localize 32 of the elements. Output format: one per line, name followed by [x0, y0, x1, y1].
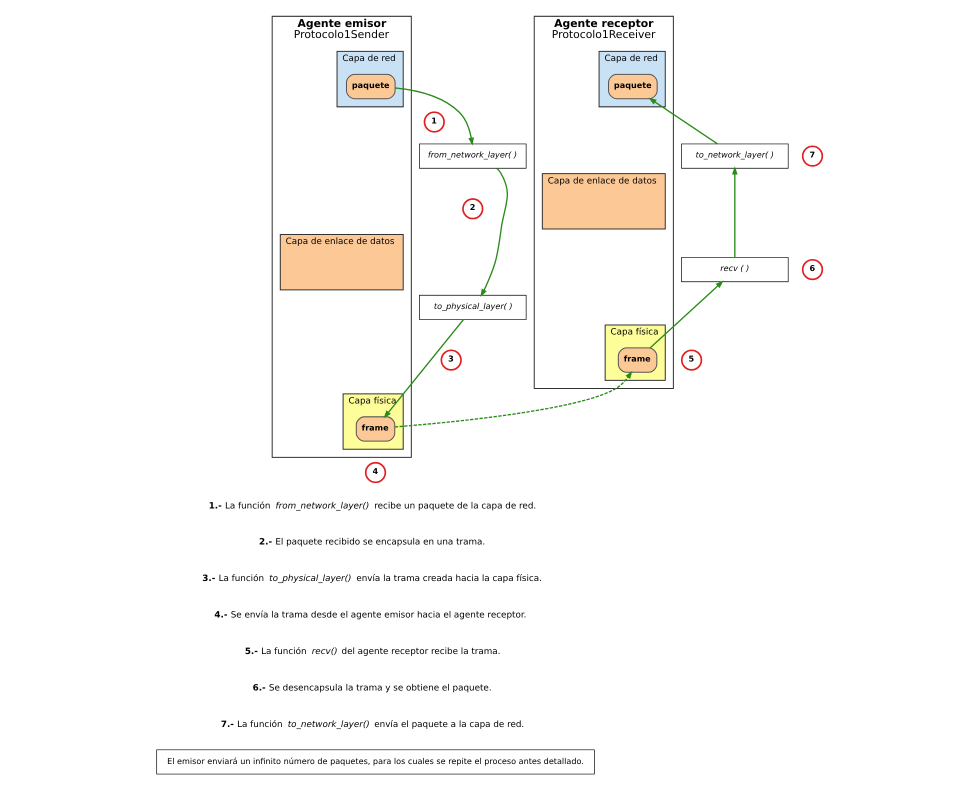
arrow [383, 319, 464, 418]
node-box: to_network_layer( ) [680, 144, 788, 169]
node-box: frame [617, 347, 657, 373]
node-circle: 2 [462, 198, 483, 220]
node-circle: 5 [680, 349, 702, 371]
node-box: recv ( ) [680, 257, 788, 282]
label: 4.- Se envía la trama desde el agente emisor hacia el agente receptor. [214, 610, 526, 621]
arrow [732, 166, 738, 258]
arrow [394, 370, 632, 428]
node-box: Capa de enlace de datos [541, 173, 666, 230]
node-circle: 4 [364, 462, 386, 484]
node-circle: 6 [801, 258, 823, 280]
label: 3.- La función to_physical_layer() envía la trama creada hacia la capa física. [202, 574, 542, 584]
node-circle: 1 [423, 111, 444, 133]
node-box: frame [355, 416, 395, 442]
label: 2.- El paquete recibido se encapsula en una trama. [258, 538, 485, 548]
node-box: paquete [345, 74, 396, 100]
arrow [480, 168, 508, 297]
label: 7.- La función to_network_layer() envía el paquete a la capa de red. [220, 720, 524, 730]
arrow [648, 98, 718, 144]
node-circle: 7 [801, 145, 823, 167]
node-box: to_physical_layer( ) [418, 294, 526, 320]
arrow [649, 280, 724, 348]
node-box: paquete [608, 74, 658, 100]
node-box: from_network_layer( ) [418, 144, 526, 169]
label: 5.- La función recv() del agente receptor recibe la trama. [244, 647, 500, 658]
node-box: Capa de enlace de datos [279, 234, 404, 290]
label: 6.- Se desencapsula la trama y se obtiene el paquete. [252, 684, 492, 694]
node-box: El emisor enviará un infinito número de paquetes, para los cuales se repite el proceso antes detallado. [156, 749, 594, 774]
label: 1.- La función from_network_layer() recibe un paquete de la capa de red. [208, 501, 536, 512]
node-circle: 3 [440, 349, 462, 371]
arrow [394, 87, 474, 146]
